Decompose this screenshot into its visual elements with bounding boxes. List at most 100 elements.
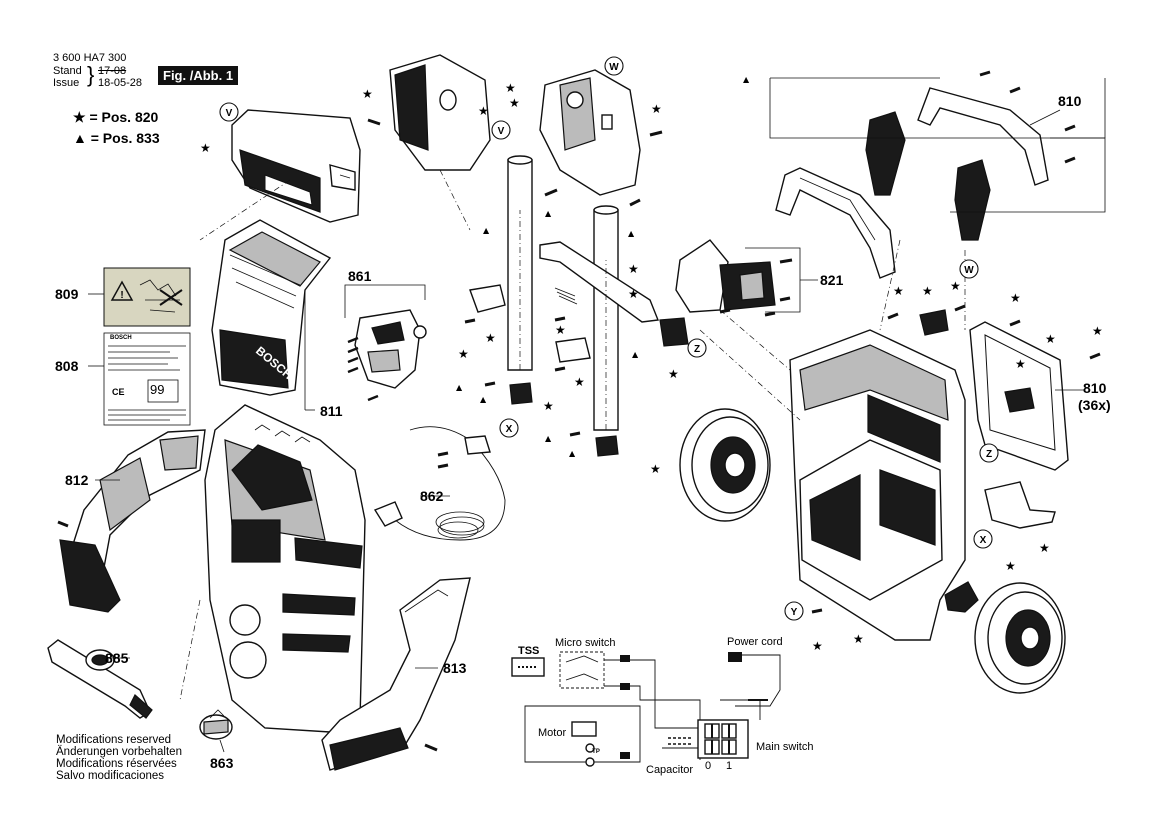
callout-821: 821 xyxy=(820,272,844,288)
view-marker-x-2: X xyxy=(973,529,993,549)
figure-label: Fig. /Abb. 1 xyxy=(158,66,239,85)
stand-label: Stand xyxy=(53,65,82,77)
svg-text:★: ★ xyxy=(650,462,661,476)
svg-text:Z: Z xyxy=(986,449,992,460)
svg-text:★: ★ xyxy=(200,141,211,155)
svg-text:Z: Z xyxy=(694,344,700,355)
part-tube-clips xyxy=(469,284,689,457)
screw-symbols xyxy=(57,70,1101,752)
callout-810-right: 810 xyxy=(1083,380,1107,396)
part-wheel-right xyxy=(974,582,1066,694)
svg-text:★: ★ xyxy=(505,81,516,95)
callout-863: 863 xyxy=(210,755,234,771)
part-862-power-cord xyxy=(373,426,506,541)
svg-text:▲: ▲ xyxy=(743,75,750,84)
svg-text:★: ★ xyxy=(1010,291,1021,305)
wiring-diagram xyxy=(511,651,781,767)
wiring-pos-1: 1 xyxy=(726,760,733,772)
issue-date: 18-05-28 xyxy=(98,77,143,89)
part-wheel-left xyxy=(679,408,771,522)
svg-text:★: ★ xyxy=(651,102,662,116)
part-hose-connector xyxy=(984,481,1056,529)
svg-text:★: ★ xyxy=(485,331,496,345)
svg-text:★: ★ xyxy=(1045,332,1056,346)
svg-text:X: X xyxy=(980,535,987,546)
svg-text:X: X xyxy=(506,424,513,435)
svg-text:▲: ▲ xyxy=(480,395,487,404)
view-marker-z-2: Z xyxy=(979,443,999,463)
svg-text:V: V xyxy=(498,126,505,137)
svg-text:▲: ▲ xyxy=(545,209,552,218)
svg-text:▲: ▲ xyxy=(569,449,576,458)
modifications-de: Änderungen vorbehalten xyxy=(56,746,182,758)
svg-text:V: V xyxy=(226,108,233,119)
label-808-brand: BOSCH xyxy=(110,335,132,341)
callout-813: 813 xyxy=(443,660,467,676)
svg-text:▲: ▲ xyxy=(456,383,463,392)
svg-text:▲: ▲ xyxy=(632,350,639,359)
svg-text:★: ★ xyxy=(509,96,520,110)
svg-text:W: W xyxy=(609,62,619,73)
view-marker-w-2: W xyxy=(959,259,979,279)
svg-text:★: ★ xyxy=(1092,324,1103,338)
issue-label: Issue xyxy=(53,77,80,89)
view-marker-z-1: Z xyxy=(687,338,707,358)
callout-885: 885 xyxy=(105,650,129,666)
stand-date: 17-08 xyxy=(98,65,127,77)
wiring-capacitor: Capacitor xyxy=(646,764,694,776)
svg-text:★: ★ xyxy=(950,279,961,293)
svg-text:★: ★ xyxy=(1015,357,1026,371)
legend-triangle: ▲ = Pos. 833 xyxy=(73,130,160,146)
part-861-motor-unit xyxy=(354,309,427,389)
wiring-power-cord: Power cord xyxy=(727,636,783,648)
view-marker-x-1: X xyxy=(499,418,519,438)
svg-text:★: ★ xyxy=(478,104,489,118)
svg-text:CE: CE xyxy=(112,387,125,397)
svg-text:★: ★ xyxy=(1005,559,1016,573)
part-885-spray-lance xyxy=(47,639,153,719)
callout-812: 812 xyxy=(65,472,89,488)
callout-809: 809 xyxy=(55,286,79,302)
modifications-fr: Modifications réservées xyxy=(56,758,177,770)
view-marker-v-1: V xyxy=(219,102,239,122)
callout-810-top: 810 xyxy=(1058,93,1082,109)
part-813-footboard xyxy=(321,577,471,771)
svg-text:★: ★ xyxy=(893,284,904,298)
wiring-tp-label: TP xyxy=(592,749,600,755)
wiring-tss: TSS xyxy=(518,645,540,657)
svg-text:★: ★ xyxy=(853,632,864,646)
label-808-value: 99 xyxy=(150,382,165,397)
part-upper-housing xyxy=(389,54,491,171)
svg-text:★: ★ xyxy=(628,287,639,301)
part-side-handle xyxy=(919,309,1069,471)
legend-star: ★ = Pos. 820 xyxy=(73,109,159,125)
part-hose-holder-housing xyxy=(539,69,641,196)
part-crank-knob xyxy=(944,581,979,613)
svg-text:▲: ▲ xyxy=(483,226,490,235)
svg-text:★: ★ xyxy=(922,284,933,298)
svg-text:▲: ▲ xyxy=(545,434,552,443)
bracket-symbol: } xyxy=(87,62,95,87)
position-marks: ★ ★ ★ ★ ★ ★ ★ ★ ★ ★ ★ ★ ★ ★ ★ ★ ★ ★ ★ ★ … xyxy=(200,75,1103,653)
wiring-motor: Motor xyxy=(538,727,567,739)
svg-text:★: ★ xyxy=(362,87,373,101)
callout-810-quantity: (36x) xyxy=(1078,397,1111,413)
part-811-rear-body xyxy=(204,404,366,733)
wiring-micro-switch: Micro switch xyxy=(555,637,616,649)
svg-text:▲: ▲ xyxy=(628,229,635,238)
part-810-handle-assembly xyxy=(775,87,1049,279)
wiring-pos-0: 0 xyxy=(705,760,712,772)
svg-text:★: ★ xyxy=(574,375,585,389)
part-main-frame xyxy=(789,329,966,641)
part-808-rating-label: CE xyxy=(103,332,191,426)
callout-862: 862 xyxy=(420,488,444,504)
svg-text:★: ★ xyxy=(812,639,823,653)
svg-text:★: ★ xyxy=(555,323,566,337)
callout-811: 811 xyxy=(320,403,343,419)
svg-text:★: ★ xyxy=(458,347,469,361)
svg-text:!: ! xyxy=(120,290,123,301)
part-863-pressure-knob xyxy=(199,709,233,740)
svg-text:★: ★ xyxy=(1039,541,1050,555)
wiring-main-switch: Main switch xyxy=(756,741,814,753)
part-bracket-rail xyxy=(539,241,659,323)
